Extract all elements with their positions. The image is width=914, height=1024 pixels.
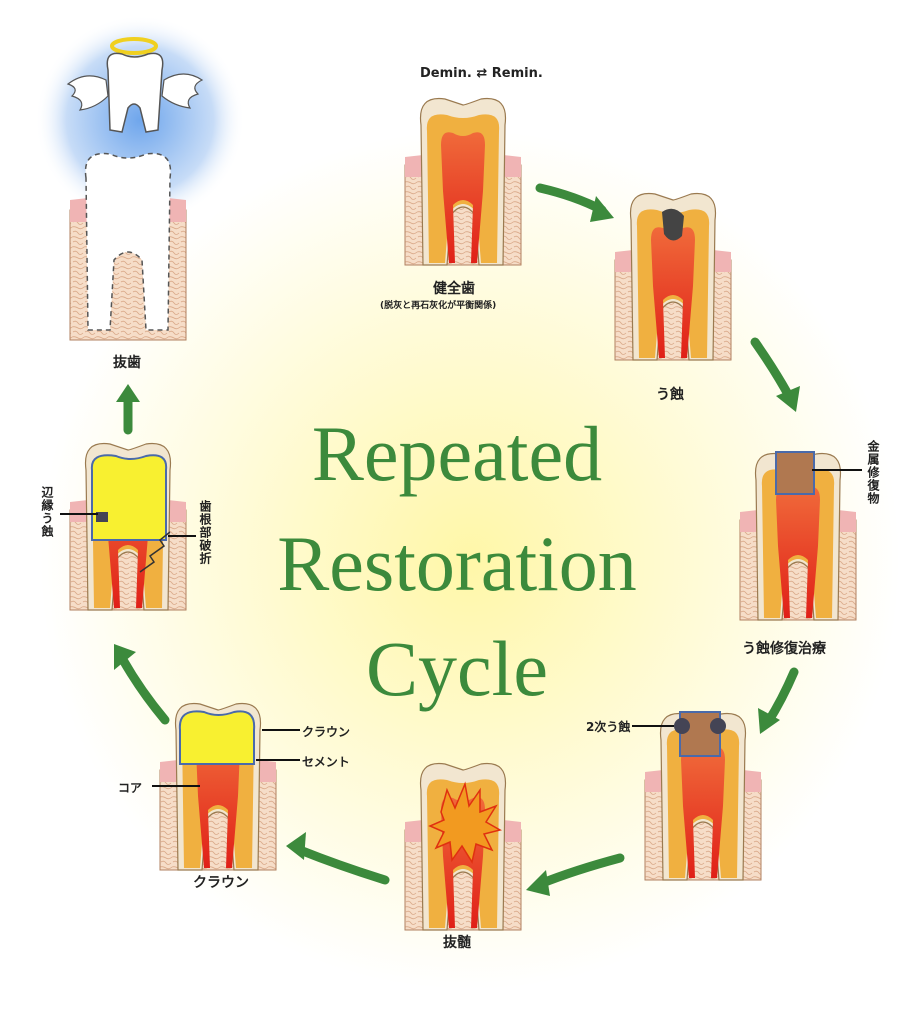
title-line-3: Cycle — [366, 625, 548, 712]
stage-label-crown: クラウン — [193, 875, 249, 891]
stage-label-healthy: 健全歯 — [433, 281, 475, 297]
callout-secondary-caries: 2次う蝕 — [586, 720, 631, 734]
stage-label-extraction: 抜歯 — [113, 355, 141, 371]
demin-remin-label: Demin. ⇄ Remin. — [420, 66, 543, 81]
callout-root-fracture: 歯根部破折 — [198, 500, 212, 565]
title-line-1: Repeated — [311, 410, 603, 497]
callout-cement: セメント — [302, 755, 350, 769]
stage-label-restoration: う蝕修復治療 — [742, 641, 826, 657]
callout-marginal-caries: 辺縁う蝕 — [40, 486, 54, 538]
title-line-2: Restoration — [277, 520, 637, 607]
callout-core: コア — [118, 781, 143, 795]
stage-sublabel-healthy: (脱灰と再石灰化が平衡関係) — [380, 301, 497, 311]
stage-label-caries: う蝕 — [656, 387, 684, 403]
callout-crown: クラウン — [302, 725, 351, 739]
stage-label-pulpectomy: 抜髄 — [443, 935, 471, 951]
callout-metal-restoration: 金属修復物 — [866, 440, 880, 505]
